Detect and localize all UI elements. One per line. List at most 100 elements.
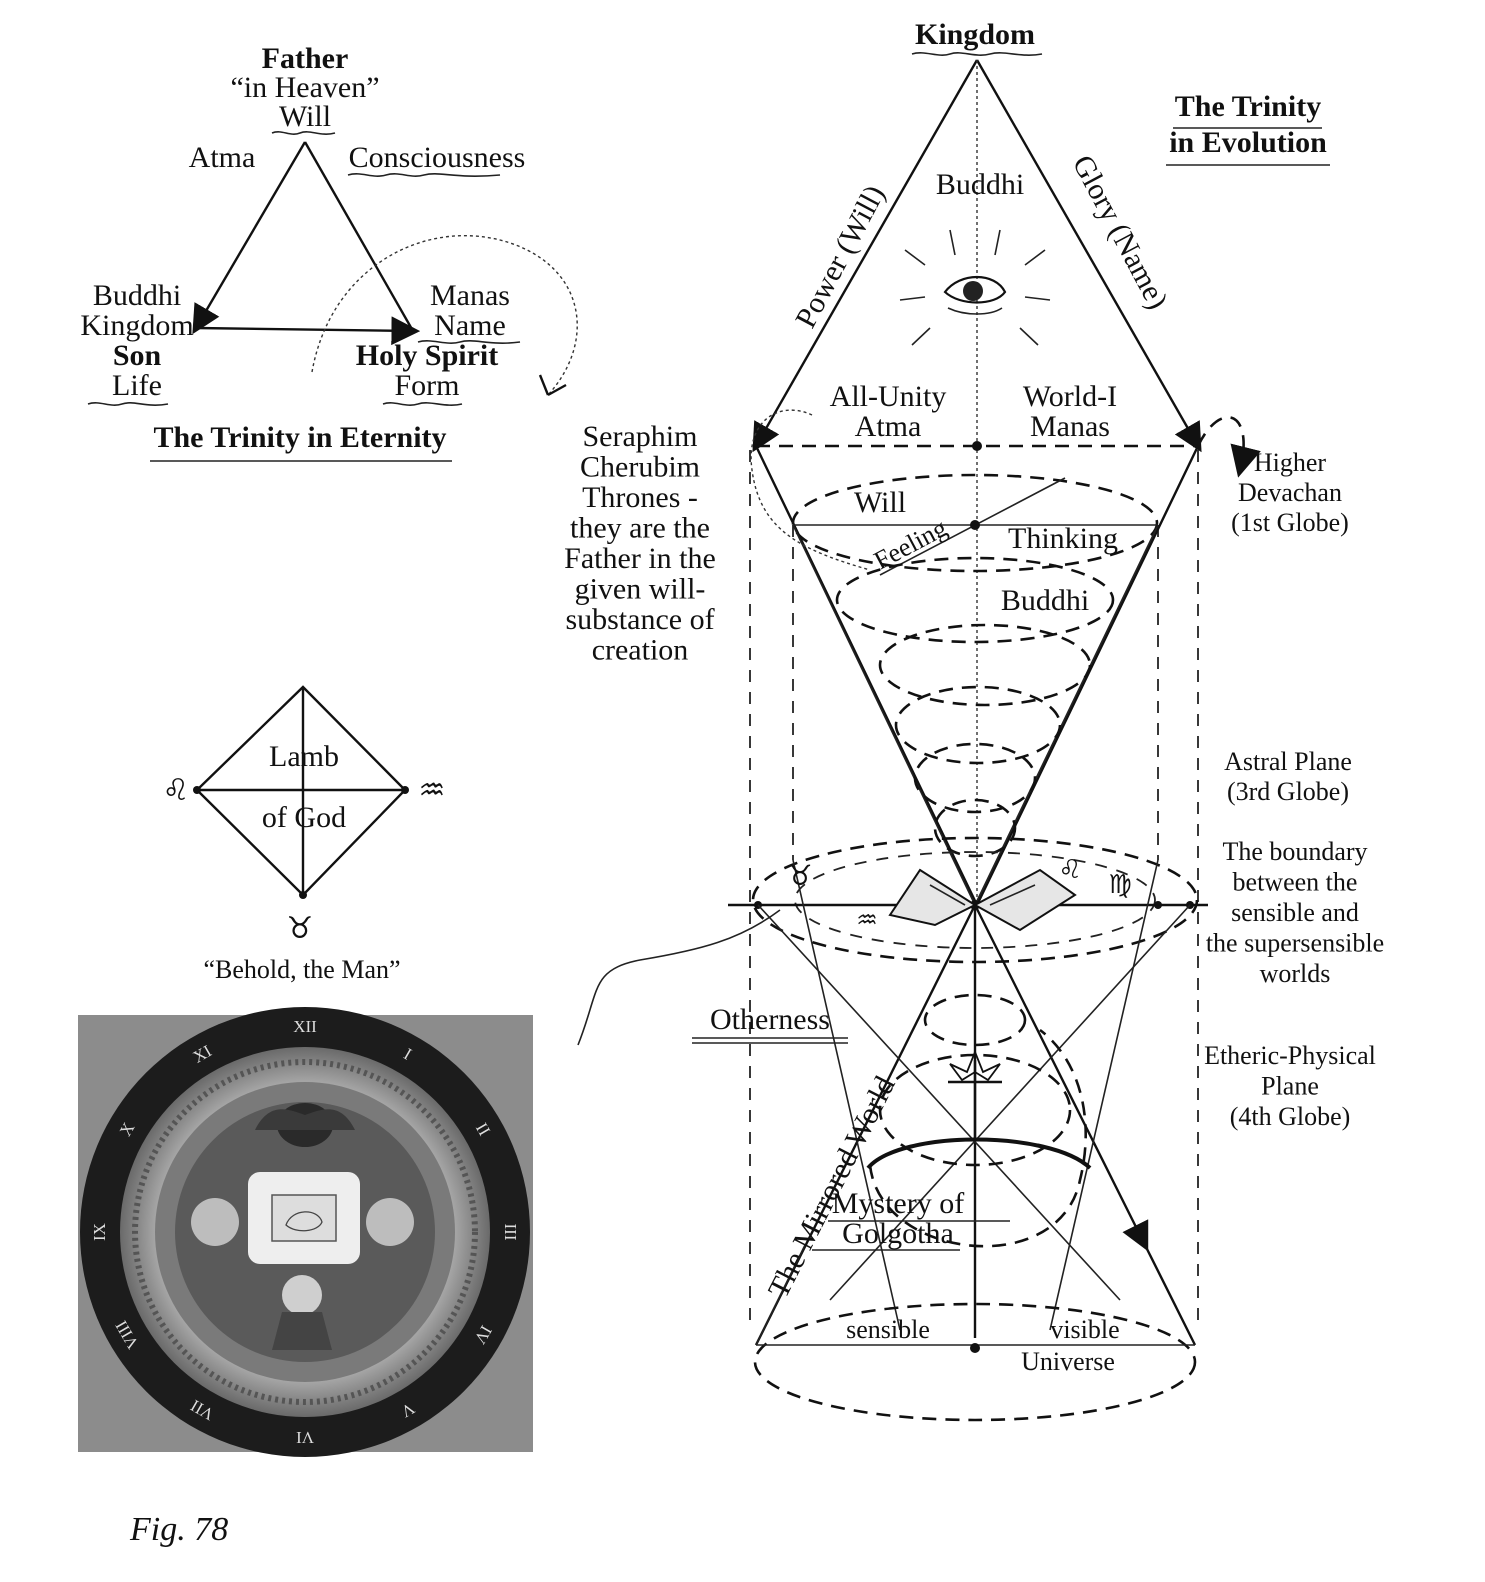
astral-plane-text-block: Astral Plane(3rd Globe)	[1224, 747, 1352, 806]
eternity-name-label: Name	[434, 309, 506, 342]
spiral-ellipse-1	[835, 556, 1115, 644]
boundary-text-line-2: between the	[1233, 868, 1358, 897]
evolution-manas-label: Manas	[1030, 410, 1110, 443]
spiral-ellipse-2	[878, 623, 1092, 707]
evolution-buddhi-top-label: Buddhi	[936, 168, 1024, 201]
evolution-buddhi-mid-label: Buddhi	[1001, 584, 1089, 617]
image-connector-line	[577, 909, 781, 1046]
physical-universe-ellipse	[753, 1302, 1197, 1422]
seraphim-text-line-3: Thrones -	[582, 481, 698, 514]
world-i-label: World-I	[1023, 380, 1117, 413]
all-unity-label: All-Unity	[830, 380, 947, 413]
golgotha-hill	[866, 1137, 1092, 1170]
eternity-buddhi-label: Buddhi	[93, 279, 181, 312]
universe-label: Universe	[1021, 1347, 1115, 1376]
glory-name-edge	[975, 59, 1202, 453]
boundary-ellipse-inner	[794, 851, 1156, 949]
clock-numeral-4: III	[501, 1224, 520, 1241]
eternity-life-label: Life	[112, 369, 162, 402]
lower-cone-right	[973, 904, 1149, 1252]
trinity-evolution-diagram: Kingdom The Trinity in Evolution Power (…	[564, 18, 1384, 1422]
evolution-virgo-symbol: ♍	[1108, 870, 1131, 900]
aquarius-symbol: ♒	[419, 773, 446, 808]
angel-face-figure	[282, 1275, 322, 1315]
eternity-holy-spirit-label: Holy Spirit	[356, 339, 499, 372]
eternity-will-label: Will	[279, 100, 331, 133]
eternity-in-heaven-label: “in Heaven”	[230, 71, 379, 104]
mystery-line1: Mystery of	[832, 1187, 964, 1220]
spiral-ellipse-5	[933, 798, 1017, 858]
life-underline	[87, 402, 169, 406]
sensible-label: sensible	[846, 1315, 930, 1344]
eternity-triangle-right-edge	[303, 141, 415, 332]
otherness-label: Otherness	[710, 1003, 830, 1036]
seraphim-text-line-6: given will-	[575, 573, 706, 606]
seraphim-text-line-7: substance of	[565, 603, 714, 636]
evolution-atma-label: Atma	[855, 410, 922, 443]
eternity-consciousness-label: Consciousness	[349, 141, 526, 174]
figure-label: Fig. 78	[129, 1511, 228, 1548]
behold-caption: “Behold, the Man”	[203, 955, 400, 984]
taurus-symbol: ♉	[287, 911, 314, 946]
clock-numeral-1: XII	[293, 1017, 317, 1036]
clock-numeral-10: IX	[90, 1223, 109, 1241]
evolution-leo-symbol: ♌	[1058, 855, 1081, 885]
boundary-text-line-4: the supersensible	[1206, 929, 1384, 958]
eternity-curved-arrow-head	[538, 374, 567, 397]
boundary-ellipse-outer	[751, 836, 1199, 964]
seraphim-text-line-1: Seraphim	[583, 420, 698, 453]
seraphim-text-line-4: they are the	[570, 512, 710, 545]
seraphim-text-line-5: Father in the	[564, 542, 716, 575]
lion-figure	[366, 1198, 414, 1246]
devachan-text-line-2: Devachan	[1238, 478, 1342, 507]
seraphim-loop	[750, 409, 871, 571]
eternity-triangle-left-edge	[192, 141, 307, 335]
spiral-ellipse-4	[913, 742, 1037, 814]
seraphim-text-line-8: creation	[592, 634, 689, 667]
mystery-line2: Golgotha	[842, 1217, 954, 1250]
evolution-aquarius-symbol: ♒	[856, 906, 878, 934]
devachan-loop-arrow	[1196, 416, 1261, 478]
clock-numeral-7: VI	[296, 1428, 314, 1447]
eternity-kingdom-label: Kingdom	[80, 309, 193, 342]
will-label: Will	[854, 486, 906, 519]
eternity-atma-label: Atma	[189, 141, 256, 174]
devachan-text-line-1: Higher	[1254, 448, 1327, 477]
consciousness-underline	[347, 173, 501, 177]
higher-devachan-ellipse	[791, 473, 1159, 573]
eternity-caption: The Trinity in Eternity	[153, 421, 446, 454]
glory-name-label: Glory (Name)	[1066, 150, 1175, 315]
eternity-father-label: Father	[262, 42, 349, 75]
eternity-son-label: Son	[113, 339, 162, 372]
open-book-icon	[888, 868, 1077, 932]
cross-icon	[948, 1049, 1002, 1140]
boundary-text-line-3: sensible and	[1231, 898, 1359, 927]
seraphim-text-line-2: Cherubim	[580, 451, 700, 484]
etheric-text-line-1: Etheric-Physical	[1204, 1041, 1376, 1070]
eternity-form-label: Form	[394, 369, 459, 402]
feeling-label: Feeling	[869, 513, 951, 575]
eternity-triangle-base	[195, 316, 421, 346]
evolution-kingdom-label: Kingdom	[915, 18, 1035, 51]
lamb-of-god-diagram: Lamb of God ♌ ♒ ♉ “Behold, the Man”	[163, 685, 446, 984]
power-will-label: Power (Will)	[789, 180, 891, 333]
eye-icon	[899, 229, 1051, 346]
man-figure	[191, 1198, 239, 1246]
will-underline	[271, 131, 336, 135]
boundary-text-line-1: The boundary	[1222, 837, 1367, 866]
lamb-panel-image	[271, 1194, 337, 1242]
devachan-text-line-3: (1st Globe)	[1231, 508, 1349, 537]
power-will-edge	[752, 59, 979, 453]
etheric-text-line-2: Plane	[1261, 1072, 1319, 1101]
form-underline	[382, 402, 463, 406]
eternity-curved-arrow	[311, 235, 578, 396]
name-underline	[417, 340, 521, 344]
leo-symbol: ♌	[163, 773, 190, 808]
lamb-line1: Lamb	[269, 740, 339, 773]
spiral-ellipse-3	[894, 685, 1062, 765]
boundary-text-line-5: worlds	[1260, 959, 1331, 988]
